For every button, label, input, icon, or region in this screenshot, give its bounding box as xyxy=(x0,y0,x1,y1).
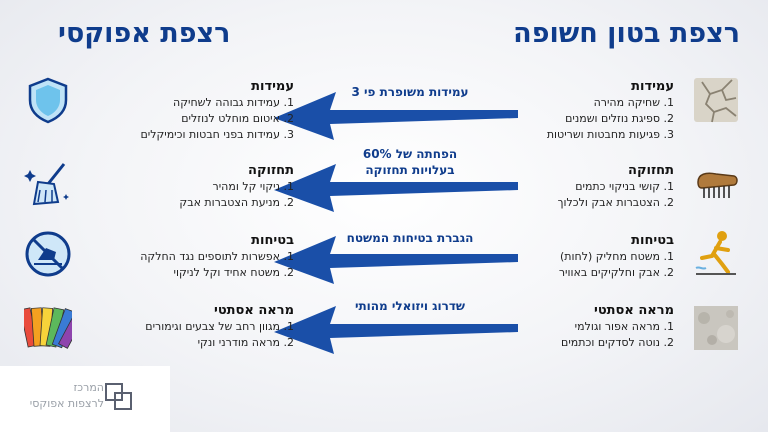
safety-arrow-label: הגברת בטיחות המשטח xyxy=(346,231,474,245)
aesthetics-arrow: שדרוג ויזואלי מהותי xyxy=(270,296,520,356)
list-item: 2. איטום מוחלט לנוזלים xyxy=(181,112,294,125)
durability-arrow-label: עמידות משופרת פי 3 xyxy=(351,85,469,99)
list-item: 2. אבק וחלקיקים באוויר xyxy=(558,266,674,279)
list-item: 2. הצטברות אבק ולכלוך xyxy=(557,196,674,209)
logo-text: המרכז לרצפות אפוקסי xyxy=(29,381,104,410)
concrete-maintenance-heading: תחזוקה xyxy=(628,163,674,178)
logo-squares-icon xyxy=(105,383,132,410)
epoxy-durability-heading: עמידות xyxy=(251,79,294,94)
concrete-aesthetics-block: מראה אסתטי 1. מראה אפור וגולמי 2. נוטה ל… xyxy=(459,302,674,351)
list-item: 1. משטח מחליק (לחות) xyxy=(560,250,674,263)
concrete-safety-heading: בטיחות xyxy=(631,233,674,248)
list-item: 1. עמידות גבוהה לשחיקה xyxy=(173,96,294,109)
scrub-brush-icon xyxy=(692,162,740,210)
logo-watermark: המרכז לרצפות אפוקסי xyxy=(0,366,170,432)
arrow-left-icon xyxy=(274,164,518,212)
arrow-left-icon xyxy=(274,92,518,140)
durability-arrow: עמידות משופרת פי 3 xyxy=(270,82,520,142)
cracked-concrete-icon xyxy=(692,76,740,124)
maintenance-arrow: הפחתה של 60% בעלויות תחזוקה xyxy=(270,146,520,214)
mop-sparkle-icon xyxy=(24,160,72,208)
shield-icon xyxy=(24,76,72,124)
epoxy-maintenance-heading: תחזוקה xyxy=(248,163,294,178)
epoxy-safety-heading: בטיחות xyxy=(251,233,294,248)
epoxy-safety-block: בטיחות 1. אפשרות לתוספים נגד החלקה 2. מש… xyxy=(79,232,294,281)
concrete-safety-block: בטיחות 1. משטח מחליק (לחות) 2. אבק וחלקי… xyxy=(459,232,674,281)
epoxy-durability-block: עמידות 1. עמידות גבוהה לשחיקה 2. איטום מ… xyxy=(79,78,294,143)
list-item: 2. ספיגת נוזלים ושמנים xyxy=(565,112,674,125)
list-item: 2. מניעת הצטברות אבק xyxy=(179,196,294,209)
concrete-durability-heading: עמידות xyxy=(631,79,674,94)
aesthetics-arrow-label: שדרוג ויזואלי מהותי xyxy=(354,299,466,313)
concrete-maintenance-block: תחזוקה 1. קושי בניקוי כתמים 2. הצטברות א… xyxy=(459,162,674,211)
list-item: 3. עמידות בפני חבטות וכימיקלים xyxy=(140,128,294,141)
list-item: 2. מראה מודרני ונקי xyxy=(197,336,294,349)
list-item: 1. מראה אפור וגולמי xyxy=(574,320,674,333)
list-item: 1. שחיקה מהירה xyxy=(593,96,674,109)
slipping-person-icon xyxy=(692,228,740,276)
list-item: 2. נוטה לסדקים וכתמים xyxy=(561,336,674,349)
concrete-durability-block: עמידות 1. שחיקה מהירה 2. ספיגת נוזלים וש… xyxy=(459,78,674,143)
list-item: 1. ניקוי קל ומהיר xyxy=(212,180,295,193)
list-item: 1. אפשרות לתוספים נגד החלקה xyxy=(140,250,294,263)
arrow-left-icon xyxy=(274,236,518,284)
color-swatches-icon xyxy=(19,302,86,350)
maintenance-arrow-label: הפחתה של 60% בעלויות תחזוקה xyxy=(362,147,458,177)
concrete-texture-icon xyxy=(692,304,740,352)
list-item: 2. משטח אחיד וקל לניקוי xyxy=(173,266,294,279)
epoxy-maintenance-block: תחזוקה 1. ניקוי קל ומהיר 2. מניעת הצטברו… xyxy=(79,162,294,211)
list-item: 1. קושי בניקוי כתמים xyxy=(575,180,674,193)
epoxy-aesthetics-block: מראה אסתטי 1. מגוון רחב של צבעים וגימורי… xyxy=(79,302,294,351)
list-item: 3. פגיעות מחבטות ושריטות xyxy=(546,128,674,141)
list-item: 1. מגוון רחב של צבעים וגימורים xyxy=(145,320,294,333)
concrete-aesthetics-heading: מראה אסתטי xyxy=(594,303,674,318)
epoxy-aesthetics-heading: מראה אסתטי xyxy=(214,303,294,318)
arrow-left-icon xyxy=(274,306,518,354)
safety-arrow: הגברת בטיחות המשטח xyxy=(270,228,520,286)
epoxy-floor-title: רצפת אפוקסי xyxy=(58,18,231,49)
no-slip-icon xyxy=(24,230,72,278)
concrete-floor-title: רצפת בטון חשופה xyxy=(513,18,740,49)
